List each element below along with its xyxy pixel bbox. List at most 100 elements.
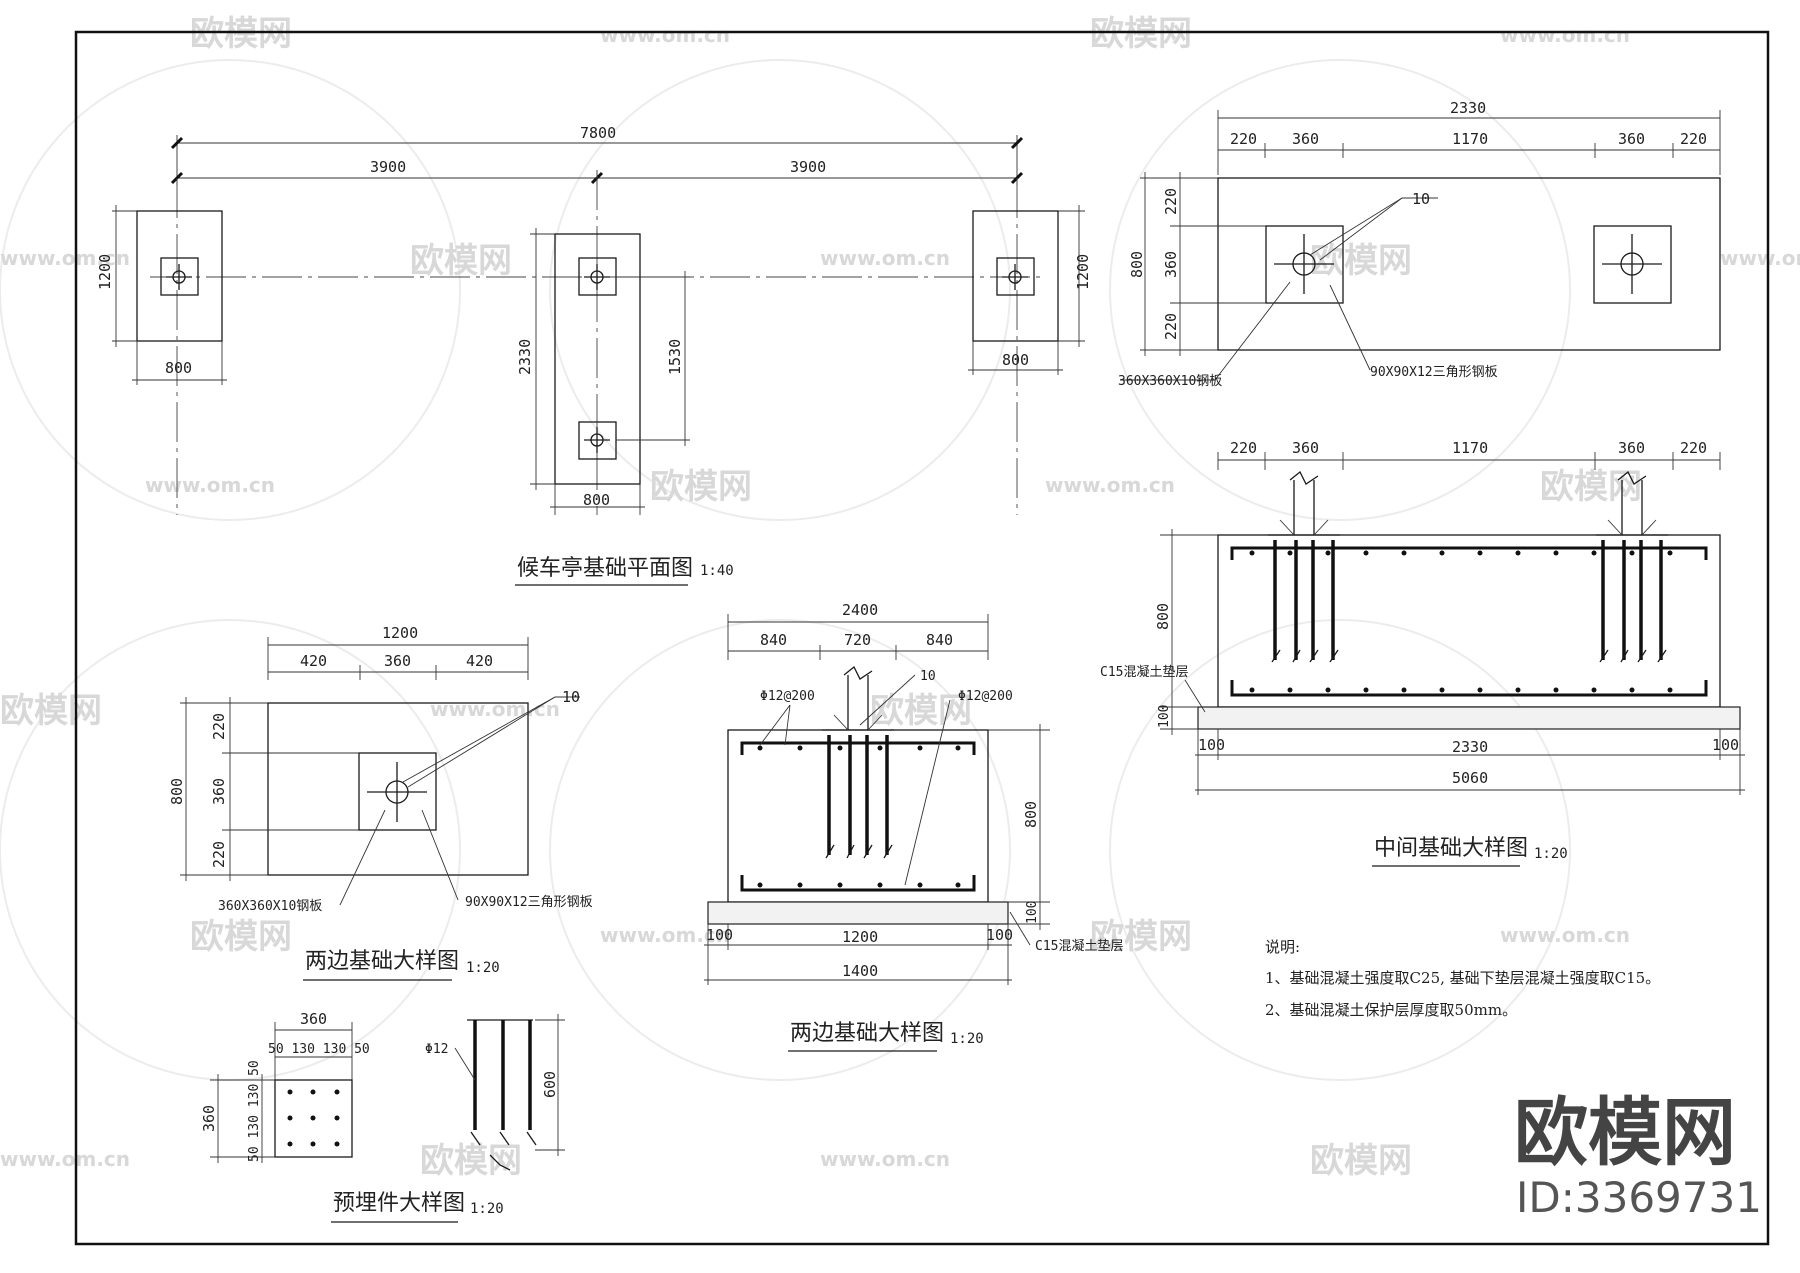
brand-logo-text: 欧模网	[1514, 1090, 1736, 1176]
dim-embed-h: 360	[200, 1105, 218, 1132]
watermark-url-text: www.om.cn	[600, 23, 730, 47]
dim-msec-h: 800	[1154, 603, 1172, 630]
side-plate-label: 360X360X10钢板	[218, 899, 322, 914]
side-footing-section: 2400 840 720 840 Φ12@200 Φ12@200 10	[704, 601, 1123, 1052]
dim-plan-left-w: 800	[165, 359, 192, 377]
side-label-10: 10	[562, 688, 580, 706]
dim-plan-left-h: 1200	[96, 254, 114, 290]
ssec-rebar-right: Φ12@200	[958, 689, 1013, 704]
dim-plan-right-w: 800	[1002, 351, 1029, 369]
dim-ssec-base-m: 1200	[842, 928, 878, 946]
embed-bar-label: Φ12	[425, 1042, 448, 1057]
foundation-plan: 7800 3900 3900 1200 800 233	[96, 124, 1092, 586]
dim-ssec-c: 840	[926, 631, 953, 649]
dim-msec-e: 220	[1680, 439, 1707, 457]
dim-msec-base-l: 100	[1198, 736, 1225, 754]
dim-msec-pad: 100	[1157, 705, 1172, 728]
dim-plan-mid-w: 800	[583, 491, 610, 509]
dim-mid-e: 220	[1680, 130, 1707, 148]
ssec-label-10: 10	[920, 669, 936, 684]
ssec-rebar-left: Φ12@200	[760, 689, 815, 704]
dim-plan-mid-h: 2330	[516, 339, 534, 375]
side-plan-scale: 1:20	[466, 960, 500, 976]
watermark-logo-text: 欧模网	[0, 691, 102, 731]
plan-title: 候车亭基础平面图	[517, 556, 693, 581]
dim-mid-total: 2330	[1450, 99, 1486, 117]
side-footing-plan: 1200 420 360 420 800 220 360 220 10 360X…	[168, 624, 593, 981]
dim-plan-total: 7800	[580, 124, 616, 142]
watermark-url-text: www.om.cn	[1500, 923, 1630, 947]
watermark-url-text: www.om.cn	[0, 246, 130, 270]
watermark-logo-text: 欧模网	[1090, 14, 1192, 54]
dim-embed-w-parts: 50 130 130 50	[268, 1042, 370, 1057]
dim-ssec-base-l: 100	[706, 926, 733, 944]
embed-title: 预埋件大样图	[333, 1191, 465, 1216]
dim-ssec-total: 2400	[842, 601, 878, 619]
watermark-logo-text: 欧模网	[190, 917, 292, 957]
watermark-logo-text: 欧模网	[870, 691, 972, 731]
plan-right-footing	[972, 210, 1059, 342]
dim-plan-right-h: 1200	[1074, 254, 1092, 290]
dim-side-h2: 360	[210, 778, 228, 805]
watermark-logo-text: 欧模网	[410, 241, 512, 281]
dim-side-c: 420	[466, 652, 493, 670]
dim-side-h: 800	[168, 778, 186, 805]
dim-mid-h1: 220	[1162, 188, 1180, 215]
ssec-c15-label: C15混凝土垫层	[1035, 938, 1123, 954]
dim-mid-d: 360	[1618, 130, 1645, 148]
mid-plate-label: 360X360X10钢板	[1118, 374, 1222, 389]
dim-msec-base-r: 100	[1712, 736, 1739, 754]
msec-c15-label: C15混凝土垫层	[1100, 664, 1188, 680]
dim-mid-b: 360	[1292, 130, 1319, 148]
watermark-url-text: www.om.cn	[430, 697, 560, 721]
dim-plan-mid-inner: 1530	[666, 339, 684, 375]
watermark-logo-text: 欧模网	[190, 14, 292, 54]
notes: 说明: 1、基础混凝土强度取C25, 基础下垫层混凝土强度取C15。 2、基础混…	[1265, 938, 1660, 1019]
ssec-footing	[727, 729, 989, 903]
watermark-url-text: www.om.cn	[0, 1147, 130, 1171]
ssec-scale: 1:20	[950, 1031, 984, 1047]
watermark-logo-text: 欧模网	[650, 467, 752, 507]
plan-middle-footing	[554, 233, 641, 485]
dim-embed-bar-len: 600	[541, 1071, 559, 1098]
dim-ssec-base-r: 100	[986, 926, 1013, 944]
side-plan-footing	[267, 702, 529, 876]
dim-side-h3: 220	[210, 841, 228, 868]
embed-detail: 360 50 130 130 50 360 50 130 130 50 Φ12 …	[200, 1010, 565, 1223]
msec-title: 中间基础大样图	[1374, 836, 1528, 861]
watermark-logo-text: 欧模网	[420, 1141, 522, 1181]
dim-embed-w: 360	[300, 1010, 327, 1028]
dim-side-b: 360	[384, 652, 411, 670]
mid-plan-footing	[1217, 177, 1721, 351]
dim-msec-c: 1170	[1452, 439, 1488, 457]
plan-scale: 1:40	[700, 563, 734, 579]
notes-heading: 说明:	[1265, 938, 1300, 956]
dim-msec-a: 220	[1230, 439, 1257, 457]
dim-plan-left-span: 3900	[370, 158, 406, 176]
dim-ssec-b: 720	[844, 631, 871, 649]
notes-item-2: 2、基础混凝土保护层厚度取50mm。	[1265, 1001, 1517, 1019]
dim-mid-a: 220	[1230, 130, 1257, 148]
watermark-url-text: www.om.cn	[1045, 473, 1175, 497]
ssec-title: 两边基础大样图	[790, 1021, 944, 1046]
embed-scale: 1:20	[470, 1201, 504, 1217]
side-plan-title: 两边基础大样图	[305, 949, 459, 974]
dim-mid-h3: 220	[1162, 313, 1180, 340]
dim-side-h1: 220	[210, 713, 228, 740]
watermark-layer: 欧模网 欧模网 www.om.cn www.om.cn 欧模网 欧模网 www.…	[0, 14, 1800, 1181]
dim-mid-h2: 360	[1162, 251, 1180, 278]
dim-msec-d: 360	[1618, 439, 1645, 457]
watermark-url-text: www.om.cn	[820, 246, 950, 270]
middle-footing-plan: 2330 220 360 1170 360 220 800 220 360 22…	[1118, 99, 1721, 389]
drawing-frame	[74, 30, 1770, 1246]
dim-mid-h: 800	[1128, 251, 1146, 278]
dim-msec-b: 360	[1292, 439, 1319, 457]
dim-plan-right-span: 3900	[790, 158, 826, 176]
watermark-url-text: www.om.cn	[820, 1147, 950, 1171]
dim-side-total: 1200	[382, 624, 418, 642]
dim-mid-c: 1170	[1452, 130, 1488, 148]
msec-footing	[1217, 534, 1721, 708]
dim-ssec-h: 800	[1022, 801, 1040, 828]
mid-label-10: 10	[1412, 190, 1430, 208]
dim-ssec-pad: 100	[1025, 901, 1040, 924]
